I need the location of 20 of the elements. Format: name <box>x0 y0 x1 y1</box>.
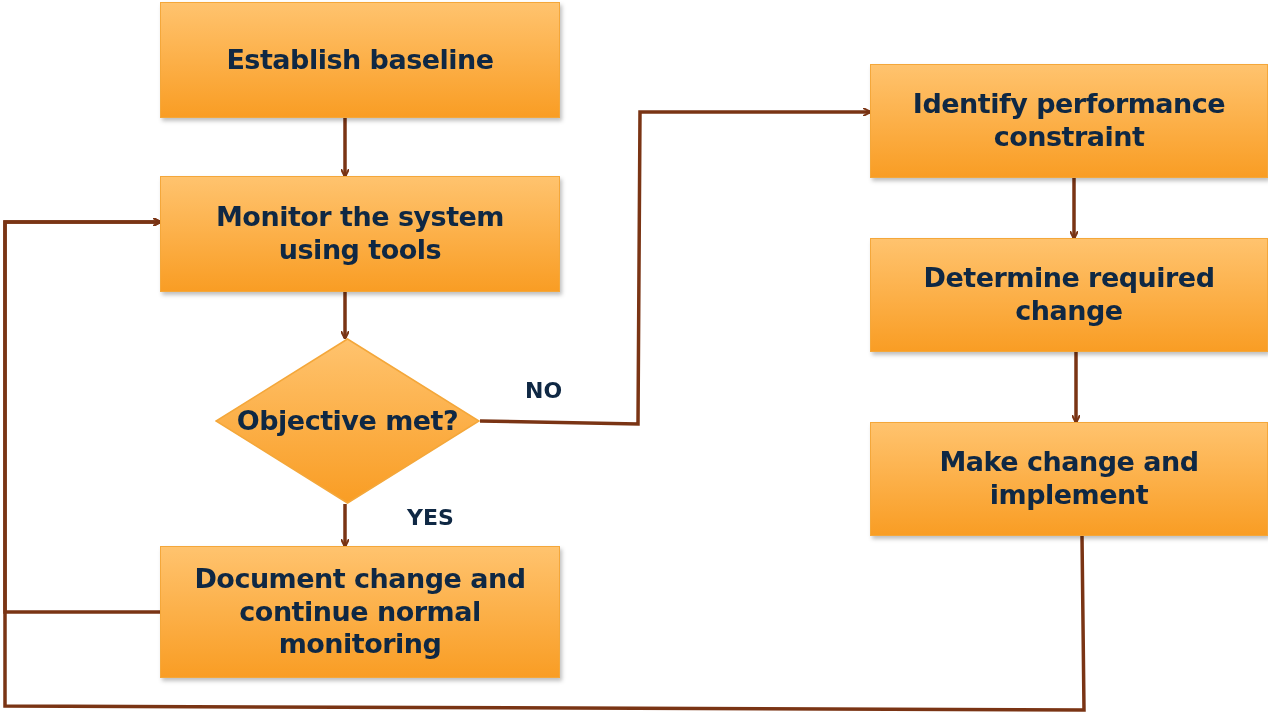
step-text: Monitor the system using tools <box>215 201 505 267</box>
arrow <box>340 118 350 178</box>
step-text: Determine required change <box>922 262 1216 328</box>
process-box <box>870 422 1268 536</box>
arrow <box>1069 178 1079 240</box>
process-box <box>870 64 1268 178</box>
arrow <box>1071 352 1081 424</box>
process-box <box>160 546 560 678</box>
arrow <box>340 292 350 340</box>
step-text: Identify performance constraint <box>911 88 1227 154</box>
step-text: Make change and implement <box>938 446 1200 512</box>
arrow <box>340 504 350 548</box>
process-box <box>870 238 1268 352</box>
process-box <box>160 176 560 292</box>
arrow <box>3 217 162 614</box>
process-box <box>160 2 560 118</box>
step-text: Establish baseline <box>225 43 495 77</box>
decision-text: Objective met? <box>235 404 460 438</box>
arrow <box>479 107 872 426</box>
step-text: Document change and continue normal monitoring <box>193 562 527 662</box>
